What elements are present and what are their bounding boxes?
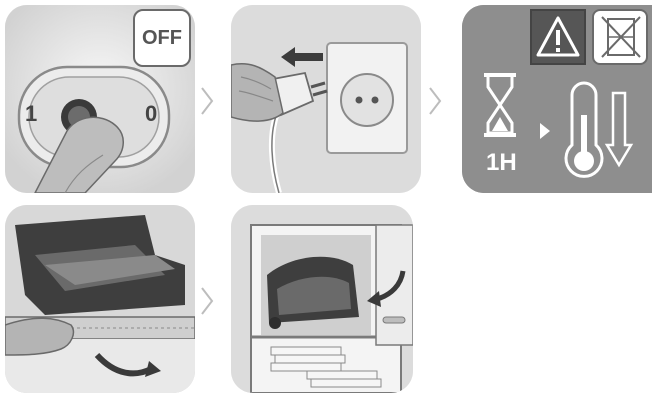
off-badge-label: OFF bbox=[142, 27, 182, 50]
chevron-right-icon bbox=[199, 86, 215, 121]
off-badge: OFF bbox=[133, 9, 191, 67]
warning-badge bbox=[530, 9, 586, 65]
switch-off-label: 0 bbox=[145, 101, 157, 127]
step-storage-panel bbox=[231, 205, 413, 393]
step-unplug-panel bbox=[231, 5, 421, 193]
step-cooling-panel: 1H bbox=[462, 5, 652, 193]
no-cabinet-badge bbox=[592, 9, 648, 65]
chevron-right-icon bbox=[427, 86, 443, 121]
step-switch-off-panel: 1 0 OFF bbox=[5, 5, 195, 193]
switch-on-label: 1 bbox=[25, 101, 37, 127]
step-empty-tray-panel bbox=[5, 205, 195, 393]
chevron-right-icon bbox=[199, 286, 215, 321]
storage-illustration bbox=[231, 205, 413, 393]
warning-icon bbox=[532, 11, 584, 63]
tray-illustration bbox=[5, 205, 195, 393]
unplug-illustration bbox=[231, 5, 421, 193]
cooling-time-label: 1H bbox=[486, 149, 517, 177]
no-storage-icon bbox=[594, 11, 646, 63]
